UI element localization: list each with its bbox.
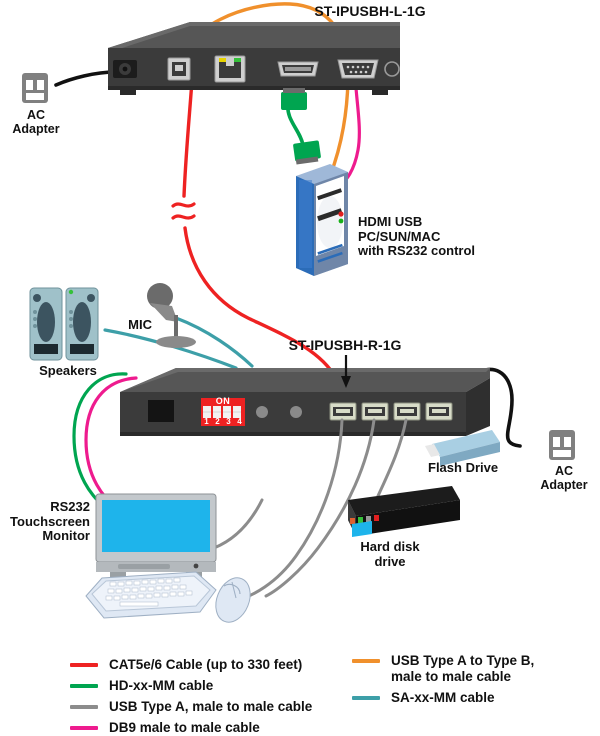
legend-item-cat5e: CAT5e/6 Cable (up to 330 feet) [70, 657, 302, 673]
cable-break-symbol [171, 202, 196, 220]
legend-swatch-usb-ab [352, 659, 380, 663]
legend-swatch-db9 [70, 726, 98, 730]
legend-label-db9: DB9 male to male cable [109, 720, 260, 735]
cable-cat5e-red-lower [183, 226, 338, 380]
dip-num-4: 4 [237, 417, 242, 426]
dip-num-3: 3 [226, 417, 231, 426]
legend-swatch-usb [70, 705, 98, 709]
ac-adapter-left-label: AC Adapter [12, 108, 60, 136]
legend-swatch-hd [70, 684, 98, 688]
legend-item-db9: DB9 male to male cable [70, 720, 260, 736]
dip-num-1: 1 [204, 417, 209, 426]
hard-disk-label: Hard disk drive [360, 539, 420, 569]
legend-label-cat5e: CAT5e/6 Cable (up to 330 feet) [109, 657, 303, 672]
cable-sa-teal-mic [174, 316, 254, 368]
speakers-label: Speakers [39, 363, 97, 378]
cable-usb-gray-keyboard [236, 418, 344, 602]
mic-label: MIC [128, 317, 152, 332]
legend-swatch-sa [352, 696, 380, 700]
top-device-label: ST-IPUSBH-L-1G [314, 3, 426, 19]
legend-swatch-cat5e [70, 663, 98, 667]
legend-item-usb-ab: USB Type A to Type B, male to male cable [352, 653, 534, 685]
cable-usb-gray-hdd [376, 418, 408, 498]
flash-drive-label: Flash Drive [428, 460, 499, 475]
legend-label-usb-ab: USB Type A to Type B, male to male cable [391, 653, 535, 684]
bottom-device-label: ST-IPUSBH-R-1G [288, 337, 402, 353]
legend-item-sa: SA-xx-MM cable [352, 690, 495, 706]
cable-hd-green-monitor [72, 372, 128, 510]
dip-switch-on-label: ON [215, 396, 231, 406]
legend: CAT5e/6 Cable (up to 330 feet) HD-xx-MM … [0, 645, 600, 735]
monitor-label: RS232 Touchscreen Monitor [10, 499, 90, 544]
dip-switch-numbers: 1 2 3 4 [201, 417, 245, 426]
legend-label-sa: SA-xx-MM cable [391, 690, 495, 705]
pc-label: HDMI USB PC/SUN/MAC with RS232 control [358, 214, 476, 259]
cable-usb-gray-monitor [212, 498, 264, 550]
dip-num-2: 2 [215, 417, 220, 426]
legend-item-hd: HD-xx-MM cable [70, 678, 213, 694]
legend-label-hd: HD-xx-MM cable [109, 678, 214, 693]
legend-label-usb: USB Type A, male to male cable [109, 699, 313, 714]
ac-adapter-right-label: AC Adapter [540, 464, 588, 492]
cable-usb-gray-mouse [264, 418, 376, 598]
legend-item-usb: USB Type A, male to male cable [70, 699, 312, 715]
